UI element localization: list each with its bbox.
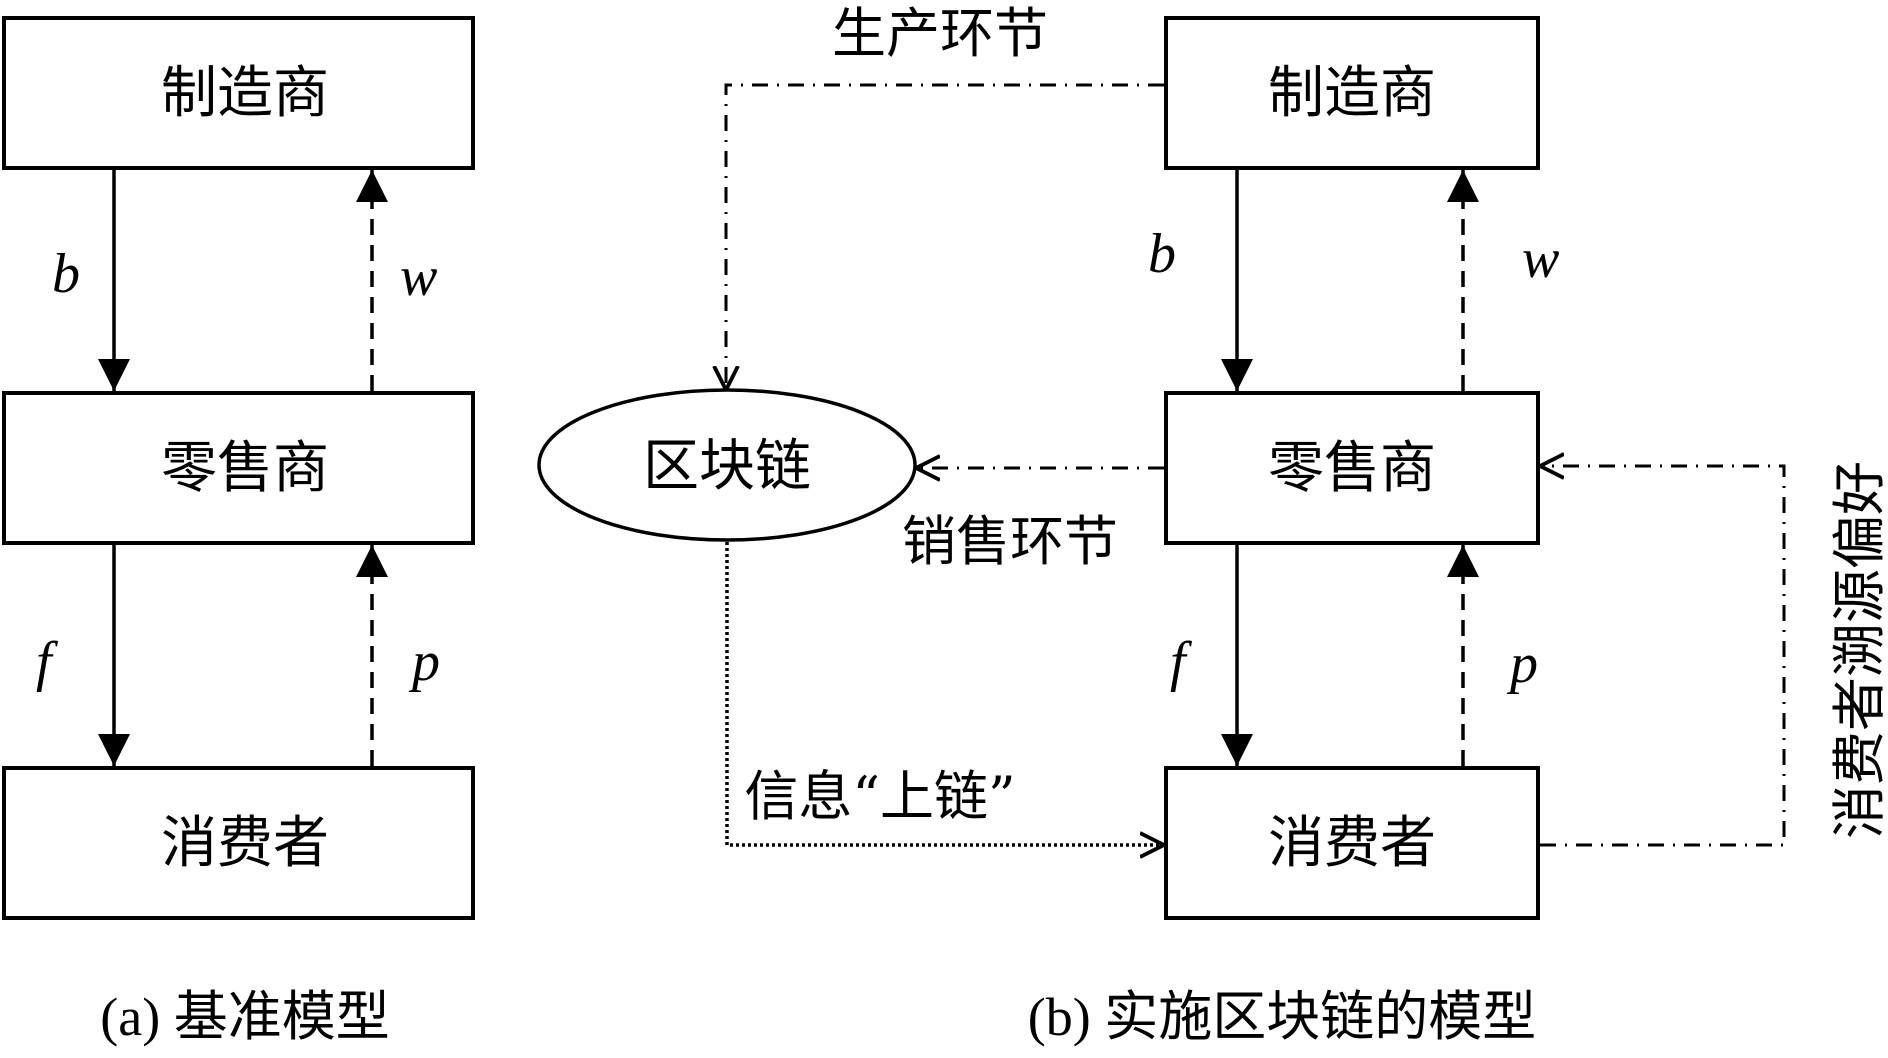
- info-on-chain-link: [725, 542, 1164, 845]
- manufacturer-label-a: 制造商: [161, 61, 329, 126]
- manufacturer-label-b: 制造商: [1268, 61, 1436, 126]
- retailer-box-b: [1164, 391, 1540, 545]
- traceability-preference-link: [1540, 466, 1786, 847]
- blockchain-label: 区块链: [643, 434, 811, 499]
- label-f-a: f: [36, 631, 59, 693]
- production-stage-label: 生产环节: [832, 2, 1048, 65]
- consumer-label-a: 消费者: [161, 811, 329, 876]
- label-b-b: b: [1148, 223, 1176, 285]
- retailer-label-b: 零售商: [1268, 436, 1436, 501]
- label-b-a: b: [52, 243, 80, 305]
- label-p-b: p: [1506, 633, 1538, 695]
- manufacturer-box-b: [1164, 16, 1540, 170]
- label-w-a: w: [400, 246, 437, 308]
- label-p-a: p: [408, 631, 440, 693]
- retailer-box-a: [2, 391, 475, 545]
- panel-a: 制造商 零售商 消费者 b w f p (a) 基准模型: [2, 16, 475, 1047]
- consumer-box-a: [2, 766, 475, 920]
- panel-b: 制造商 零售商 消费者 区块链 b w f p 生产环节 销售环节 信息“上链”…: [537, 2, 1888, 1047]
- consumer-box-b: [1164, 766, 1540, 920]
- caption-b: (b) 实施区块链的模型: [1028, 987, 1536, 1047]
- info-on-chain-label: 信息“上链”: [744, 765, 1015, 828]
- sales-stage-label: 销售环节: [902, 510, 1118, 573]
- caption-a: (a) 基准模型: [100, 987, 389, 1047]
- retailer-label-a: 零售商: [161, 436, 329, 501]
- manufacturer-box-a: [2, 16, 475, 170]
- traceability-preference-label: 消费者溯源偏好: [1828, 461, 1888, 839]
- label-f-b: f: [1170, 631, 1193, 693]
- blockchain-node: [537, 388, 917, 542]
- consumer-label-b: 消费者: [1268, 811, 1436, 876]
- label-w-b: w: [1522, 228, 1559, 290]
- production-stage-link: [726, 83, 1164, 390]
